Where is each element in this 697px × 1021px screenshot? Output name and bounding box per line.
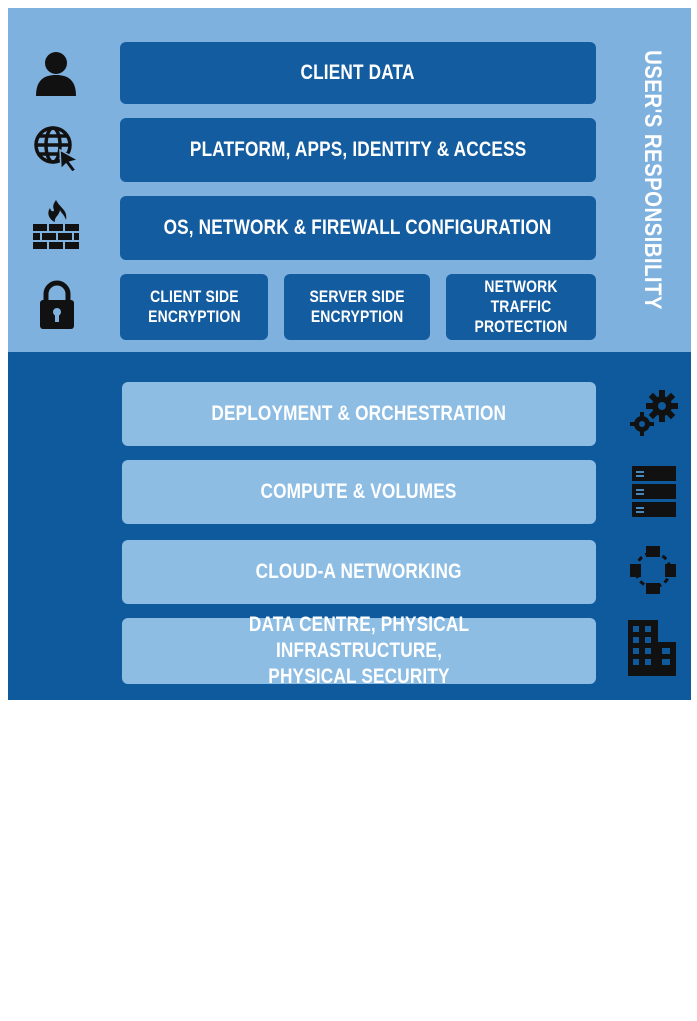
layer-label: COMPUTE & VOLUMES xyxy=(260,480,458,503)
band-line: NETWORK TRAFFIC xyxy=(484,277,558,316)
layer-compute: COMPUTE & VOLUMES xyxy=(122,460,596,524)
building-icon xyxy=(628,620,676,676)
layer-deployment: DEPLOYMENT & ORCHESTRATION xyxy=(122,382,596,446)
layer-networking: CLOUD-A NETWORKING xyxy=(122,540,596,604)
layer-platform-apps: PLATFORM, APPS, IDENTITY & ACCESS xyxy=(120,118,596,182)
gears-icon xyxy=(630,390,678,436)
band-line: PHYSICAL SECURITY xyxy=(268,665,450,688)
layer-label: PLATFORM, APPS, IDENTITY & ACCESS xyxy=(189,138,527,161)
cloud-responsibility-section: DEPLOYMENT & ORCHESTRATION COMPUTE & VOL… xyxy=(8,352,691,1021)
server-rack-icon xyxy=(632,466,676,517)
layer-label: CLIENT DATA xyxy=(300,61,416,84)
band-line: CLIENT SIDE xyxy=(149,287,239,306)
layer-datacentre: DATA CENTRE, PHYSICAL INFRASTRUCTURE, PH… xyxy=(122,613,596,688)
band-line: ENCRYPTION xyxy=(147,307,241,326)
server-side-encryption: SERVER SIDE ENCRYPTION xyxy=(284,274,430,340)
band-line: DATA CENTRE, PHYSICAL INFRASTRUCTURE, xyxy=(248,613,470,662)
layer-os-network: OS, NETWORK & FIREWALL CONFIGURATION xyxy=(120,196,596,260)
band-line: ENCRYPTION xyxy=(310,307,404,326)
user-responsibility-heading: USER'S RESPONSIBILITY xyxy=(639,50,666,310)
globe-cursor-icon xyxy=(34,126,81,173)
network-traffic-protection: NETWORK TRAFFIC PROTECTION xyxy=(446,274,596,340)
layer-label: OS, NETWORK & FIREWALL CONFIGURATION xyxy=(164,216,552,239)
layer-client-data: CLIENT DATA xyxy=(120,42,596,104)
cloud-responsibility-heading: CLOUD-A'S RESPONSIBILITY xyxy=(31,722,58,1021)
user-responsibility-section: CLIENT DATA PLATFORM, APPS, IDENTITY & A… xyxy=(8,8,691,352)
firewall-icon xyxy=(33,200,79,249)
client-side-encryption: CLIENT SIDE ENCRYPTION xyxy=(120,274,268,340)
network-ring-icon xyxy=(630,546,676,594)
band-line: PROTECTION xyxy=(474,317,568,336)
user-icon xyxy=(36,52,76,96)
responsibility-diagram: CLIENT DATA PLATFORM, APPS, IDENTITY & A… xyxy=(8,8,691,1021)
padlock-icon xyxy=(40,280,74,329)
band-line: SERVER SIDE xyxy=(309,287,405,306)
layer-label: DEPLOYMENT & ORCHESTRATION xyxy=(211,402,507,425)
layer-label: CLOUD-A NETWORKING xyxy=(255,560,463,583)
